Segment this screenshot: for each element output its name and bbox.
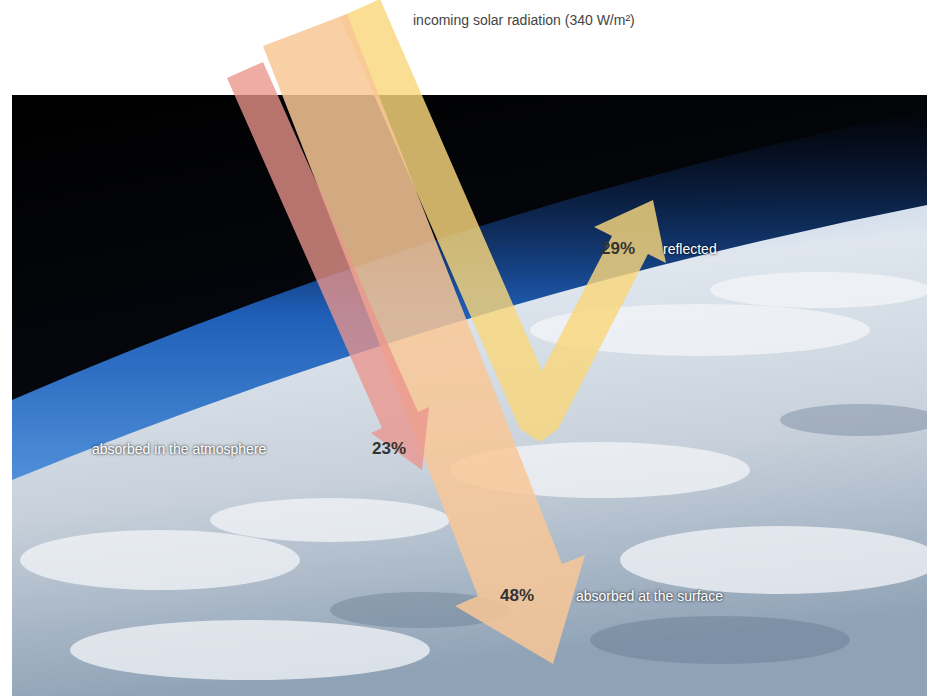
flow-label: reflected bbox=[663, 241, 717, 258]
flow-label: absorbed at the surface bbox=[576, 588, 723, 605]
cloud bbox=[620, 526, 927, 594]
cloud bbox=[20, 530, 300, 590]
cloud bbox=[210, 498, 450, 542]
arrow-caption: incoming solar radiation (340 W/m²) bbox=[413, 12, 635, 29]
surface-absorbed-arrow bbox=[263, 14, 585, 664]
atmosphere-absorbed-arrow bbox=[227, 62, 429, 470]
cloud bbox=[710, 272, 927, 308]
cloud-shadow bbox=[780, 404, 927, 436]
cloud-shadow bbox=[590, 616, 850, 664]
percentage-value: 29% bbox=[601, 239, 635, 259]
cloud bbox=[70, 620, 430, 680]
percentage-value: 23% bbox=[372, 439, 406, 459]
flow-label: absorbed in the atmosphere bbox=[92, 441, 266, 458]
percentage-value: 48% bbox=[500, 586, 534, 606]
